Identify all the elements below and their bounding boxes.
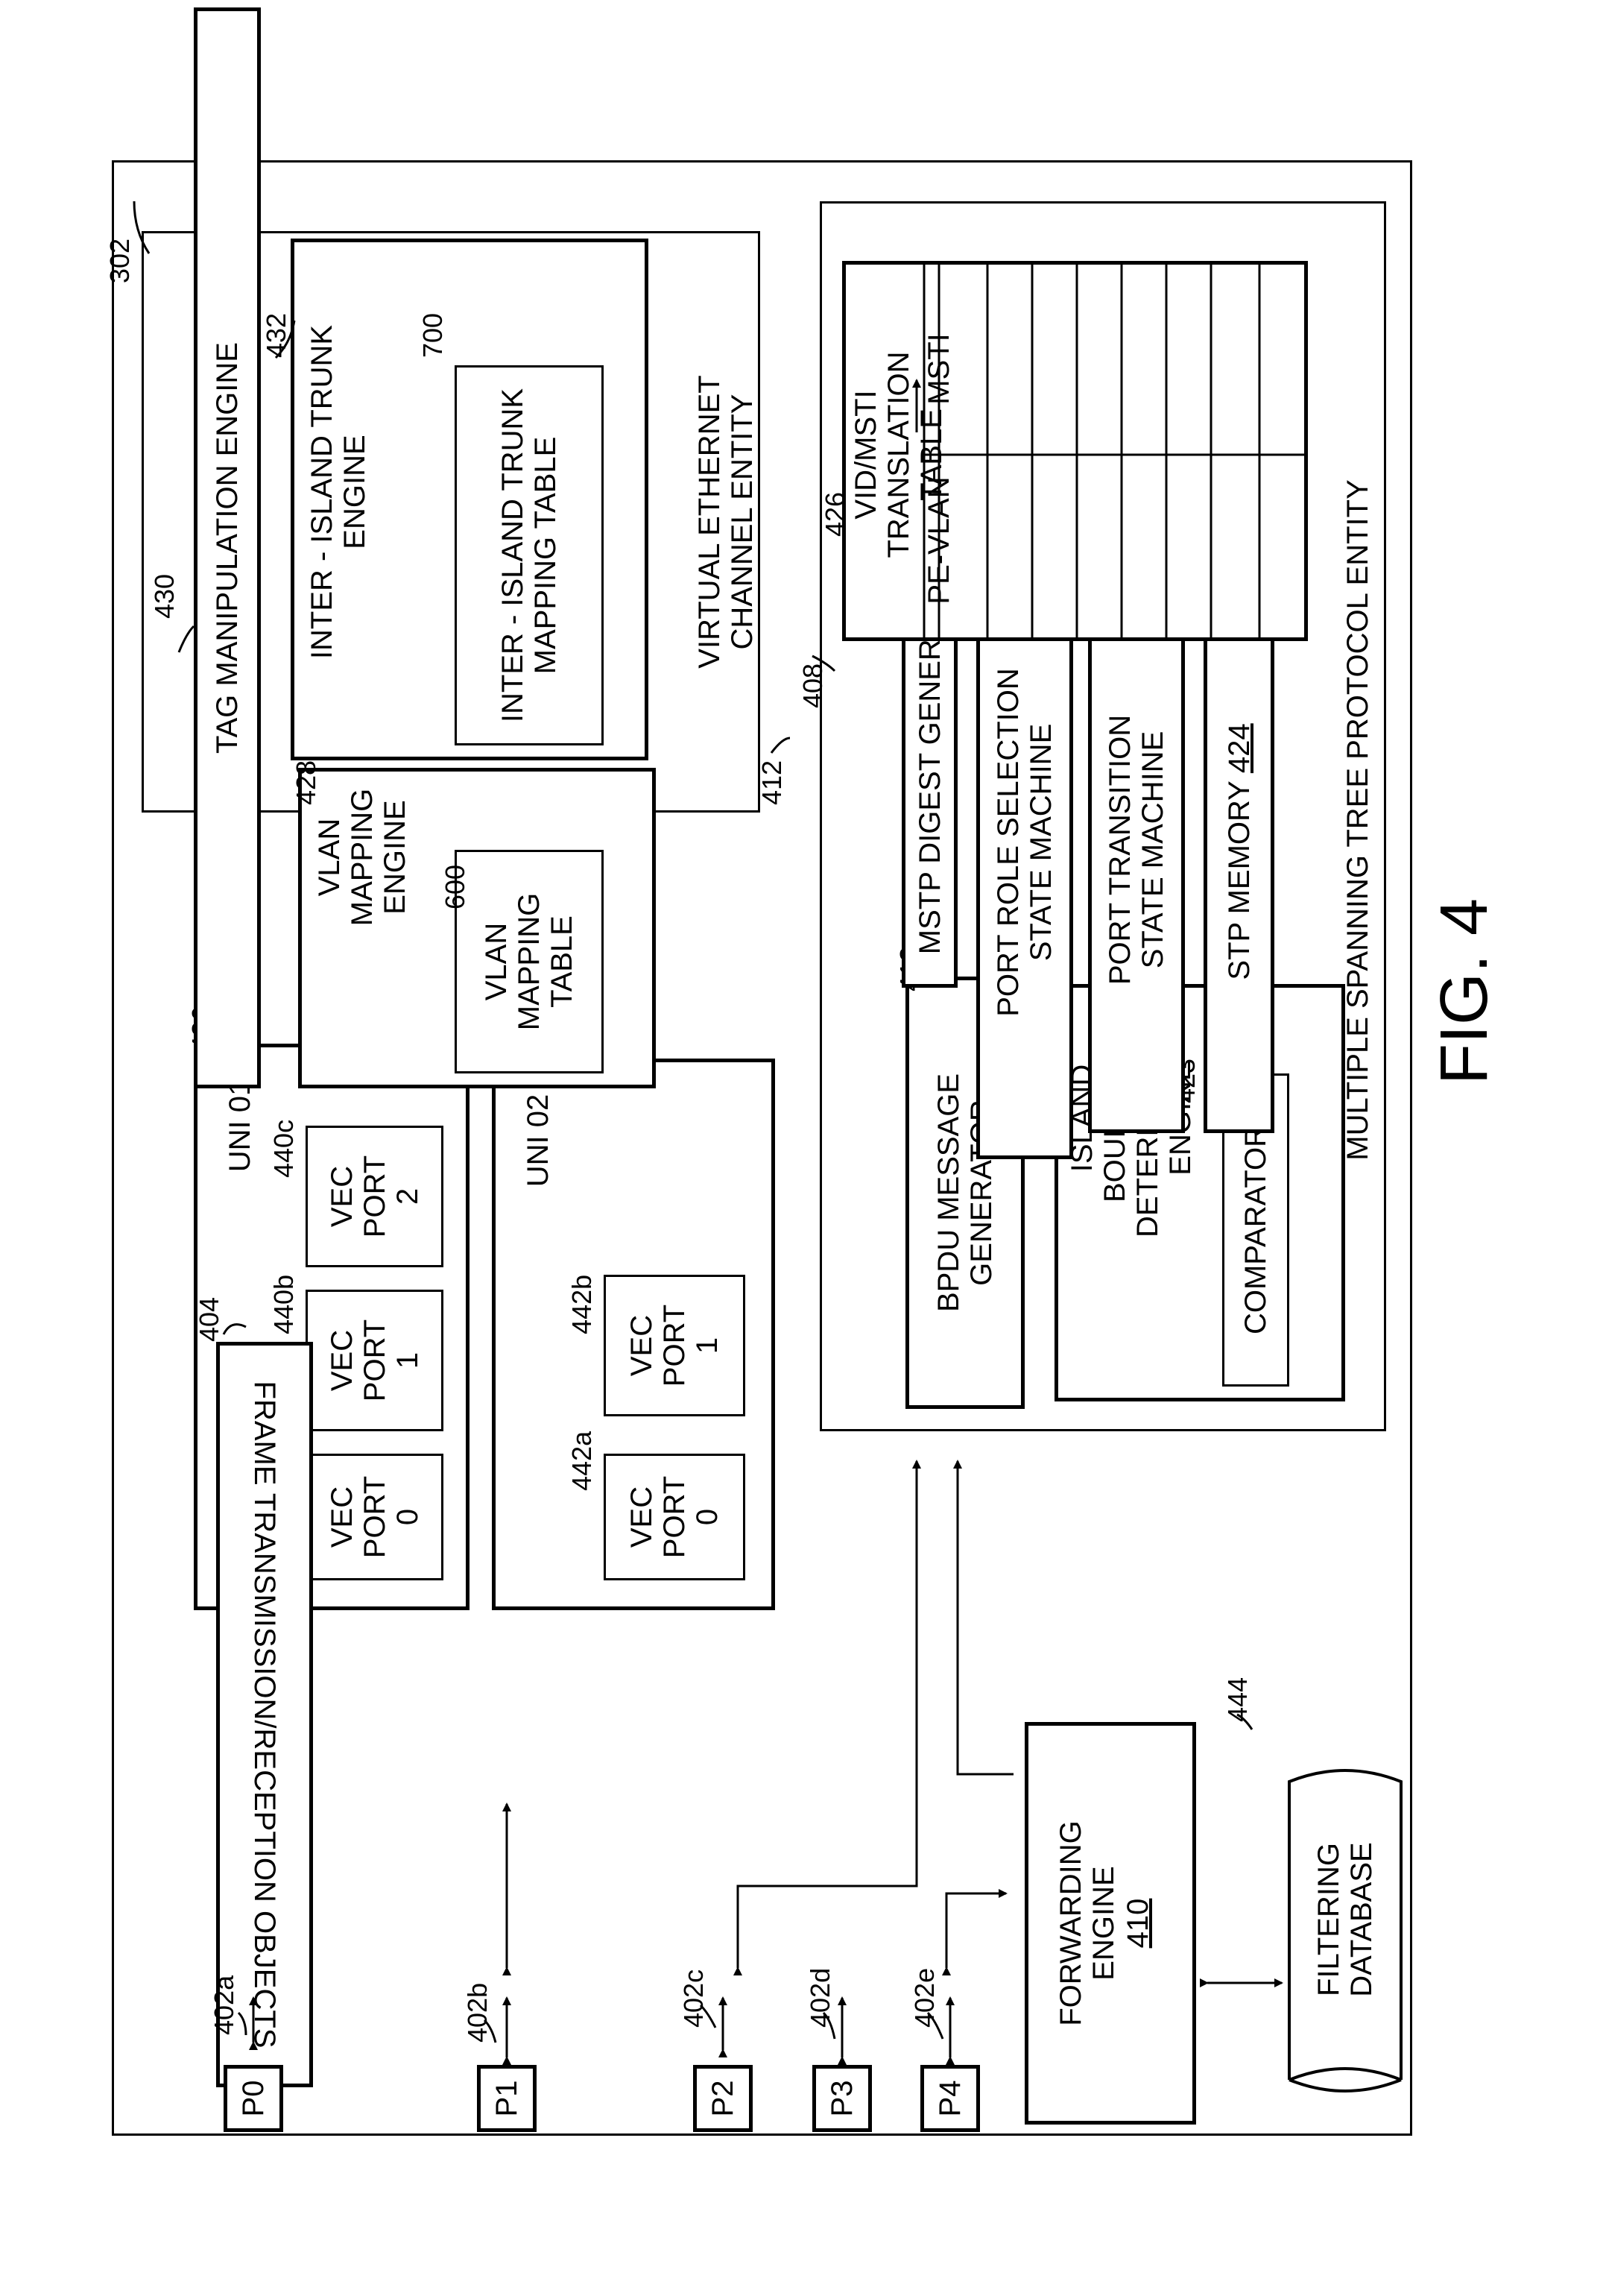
link-frame-stp (733, 1700, 918, 1975)
link-frame-forwarding (942, 1889, 1008, 1975)
database-cylinder-icon (1288, 1769, 1403, 2092)
link-forwarding-stp (953, 1460, 1014, 1776)
translation-table-grid (923, 265, 1304, 637)
